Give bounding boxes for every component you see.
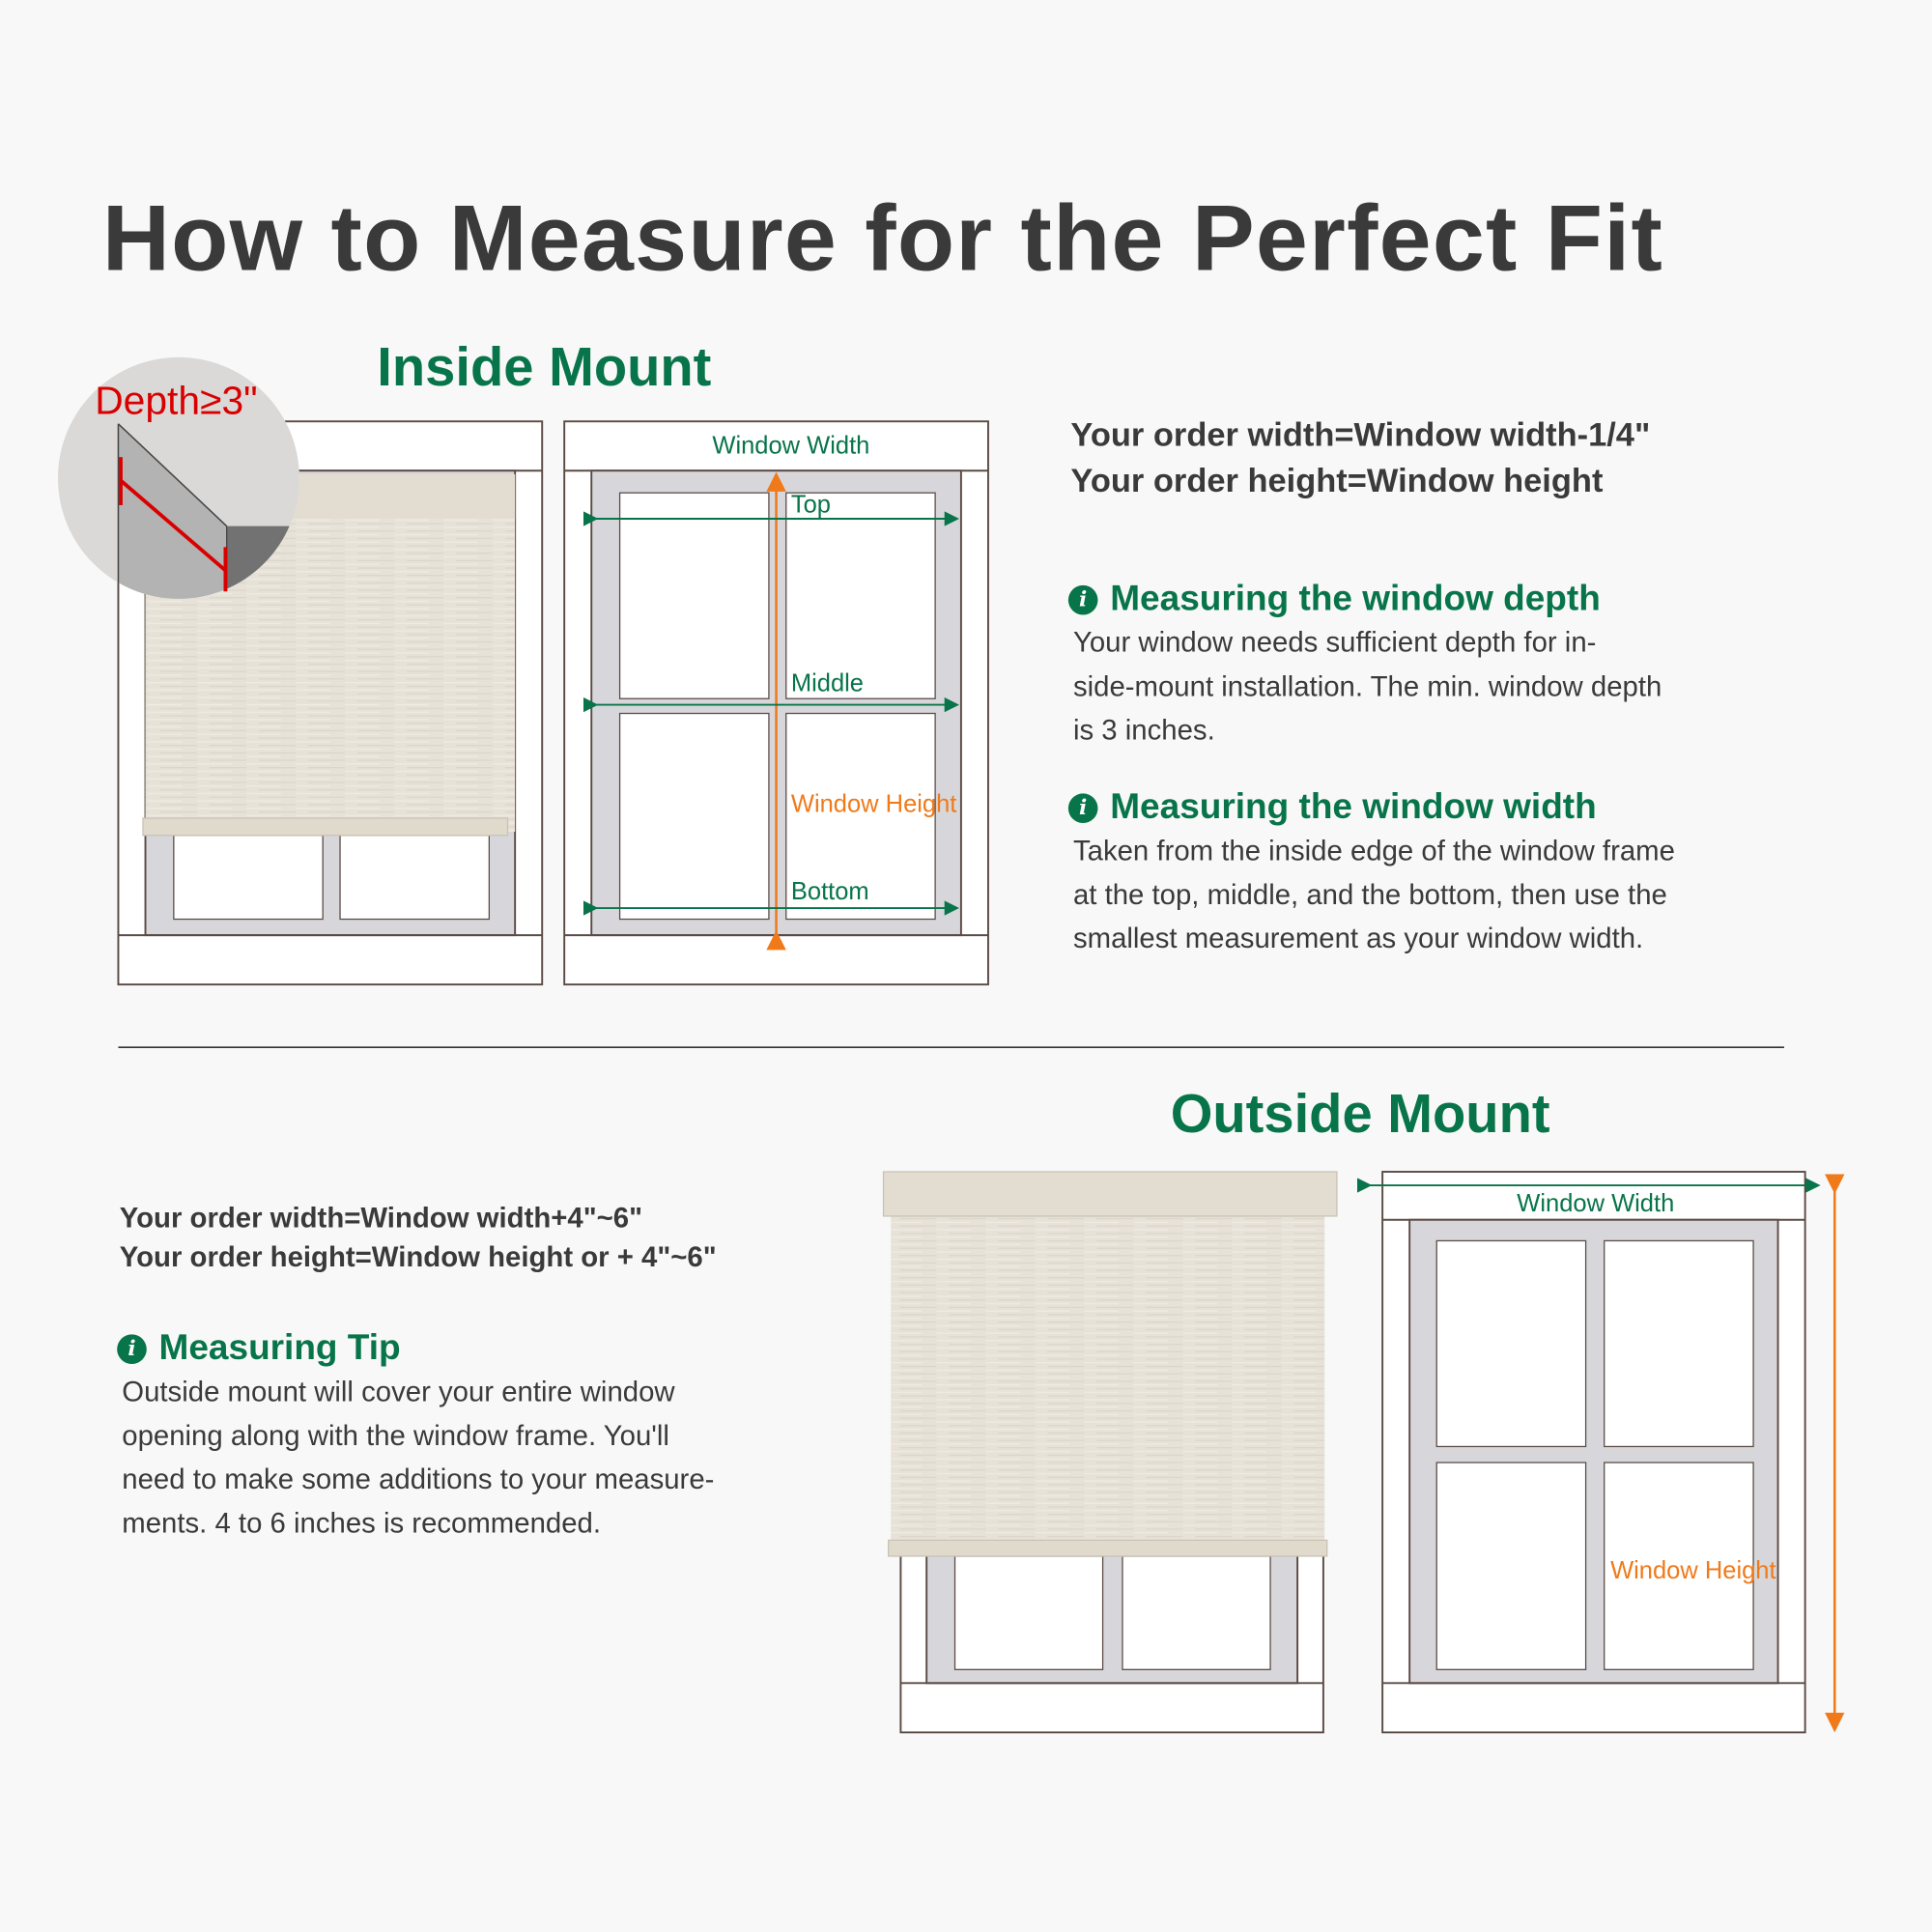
text-line: Outside mount will cover your entire win…: [122, 1375, 675, 1407]
width-heading: i Measuring the window width: [1067, 787, 1597, 828]
info-icon: i: [1067, 792, 1098, 823]
window-width-label: Window Width: [1517, 1190, 1674, 1217]
inside-mount-heading: Inside Mount: [377, 337, 712, 398]
text-line: need to make some additions to your meas…: [122, 1463, 715, 1495]
depth-label: Depth≥3": [95, 379, 257, 423]
outside-mount-heading: Outside Mount: [1170, 1084, 1550, 1145]
outside-measure-window: Window Width Window Height: [1356, 1171, 1845, 1734]
width-heading-text: Measuring the window width: [1110, 787, 1597, 827]
inside-measure-window: Window Width Top Middle Window Height Bo…: [563, 420, 989, 986]
info-icon: i: [1067, 584, 1098, 614]
window-height-label: Window Height: [1610, 1557, 1776, 1584]
depth-heading: i Measuring the window depth: [1067, 579, 1601, 619]
depth-heading-text: Measuring the window depth: [1110, 579, 1601, 619]
shade-fabric: [891, 1215, 1325, 1543]
text-line: at the top, middle, and the bottom, then…: [1072, 877, 1667, 910]
inside-order-width: Your order width=Window width-1/4": [1070, 416, 1651, 454]
text-line: is 3 inches.: [1072, 713, 1215, 746]
top-label: Top: [791, 492, 831, 519]
window-width-label: Window Width: [712, 432, 869, 459]
tip-heading: i Measuring Tip: [117, 1327, 401, 1369]
text-line: side-mount installation. The min. window…: [1072, 669, 1662, 702]
middle-label: Middle: [791, 670, 864, 697]
tip-heading-text: Measuring Tip: [158, 1327, 401, 1368]
bottom-label: Bottom: [791, 878, 869, 905]
text-line: opening along with the window frame. You…: [122, 1418, 669, 1451]
outside-order-width: Your order width=Window width+4"~6": [119, 1201, 642, 1234]
text-line: smallest measurement as your window widt…: [1072, 922, 1644, 954]
window-height-label: Window Height: [791, 791, 957, 818]
text-line: Taken from the inside edge of the window…: [1072, 834, 1675, 867]
depth-description: Your window needs sufficient depth for i…: [1073, 621, 1812, 753]
text-line: ments. 4 to 6 inches is recommended.: [122, 1506, 601, 1539]
outside-order-height: Your order height=Window height or + 4"~…: [119, 1240, 717, 1273]
inside-order-height: Your order height=Window height: [1070, 462, 1604, 499]
width-description: Taken from the inside edge of the window…: [1073, 829, 1837, 960]
info-icon: i: [117, 1333, 147, 1364]
text-line: Your window needs sufficient depth for i…: [1072, 625, 1597, 659]
outside-shade-window: [882, 1171, 1338, 1734]
depth-detail: Depth≥3": [57, 356, 299, 599]
tip-description: Outside mount will cover your entire win…: [122, 1370, 861, 1545]
page-title: How to Measure for the Perfect Fit: [101, 185, 1664, 292]
